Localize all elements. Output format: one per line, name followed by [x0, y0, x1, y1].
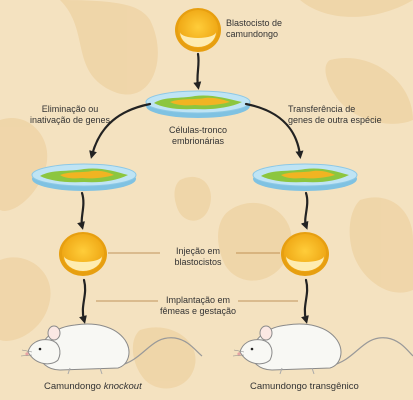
petri-dish-center [145, 90, 251, 118]
label-transfer-line1: Transferência de [288, 104, 356, 114]
arrow-right-blastocyst-to-mouse [301, 278, 309, 324]
arrow-left-blastocyst-to-mouse [79, 278, 87, 324]
caption-knockout: Camundongo knockout [44, 381, 142, 392]
petri-dish-left [31, 163, 137, 191]
label-stem-cells-line2: embrionárias [171, 136, 225, 146]
caption-knockout-prefix: Camundongo [44, 381, 104, 392]
label-injection-line2: blastocistos [174, 257, 222, 267]
label-blastocyst-line1: Blastocisto de [226, 18, 283, 28]
label-connectors [96, 252, 298, 302]
label-transfer-line2: genes de outra espécie [288, 115, 382, 125]
arrow-dish-to-right [244, 102, 304, 159]
label-implantation-line2: fêmeas e gestação [159, 306, 237, 316]
label-elimination-line2: inativação de genes [29, 115, 111, 125]
label-stem-cells: Células-tronco embrionárias [148, 125, 248, 147]
arrow-dish-to-left [89, 102, 152, 159]
label-blastocyst-line2: camundongo [226, 29, 279, 39]
arrow-right-dish-to-blastocyst [300, 191, 309, 230]
caption-knockout-word: knockout [103, 381, 142, 392]
label-transfer: Transferência de genes de outra espécie [288, 104, 382, 126]
mouse-transgenic [232, 323, 413, 375]
mouse-knockout [20, 323, 203, 375]
label-elimination-line1: Eliminação ou [41, 104, 99, 114]
label-blastocyst: Blastocisto de camundongo [226, 18, 282, 40]
background-blobs [0, 0, 413, 389]
caption-transgenic: Camundongo transgênico [250, 381, 359, 392]
label-implantation-line1: Implantação em [165, 295, 231, 305]
blastocyst-top [175, 8, 221, 52]
petri-dish-right [252, 163, 358, 191]
label-implantation: Implantação em fêmeas e gestação [150, 295, 246, 317]
label-injection: Injeção em blastocistos [158, 246, 238, 268]
arrows [77, 52, 309, 324]
label-elimination: Eliminação ou inativação de genes [22, 104, 118, 126]
arrow-left-dish-to-blastocyst [77, 191, 85, 230]
arrow-top-to-dish [193, 52, 202, 90]
label-stem-cells-line1: Células-tronco [168, 125, 228, 135]
blastocyst-right [281, 232, 329, 276]
label-injection-line1: Injeção em [175, 246, 221, 256]
blastocyst-left [59, 232, 107, 276]
